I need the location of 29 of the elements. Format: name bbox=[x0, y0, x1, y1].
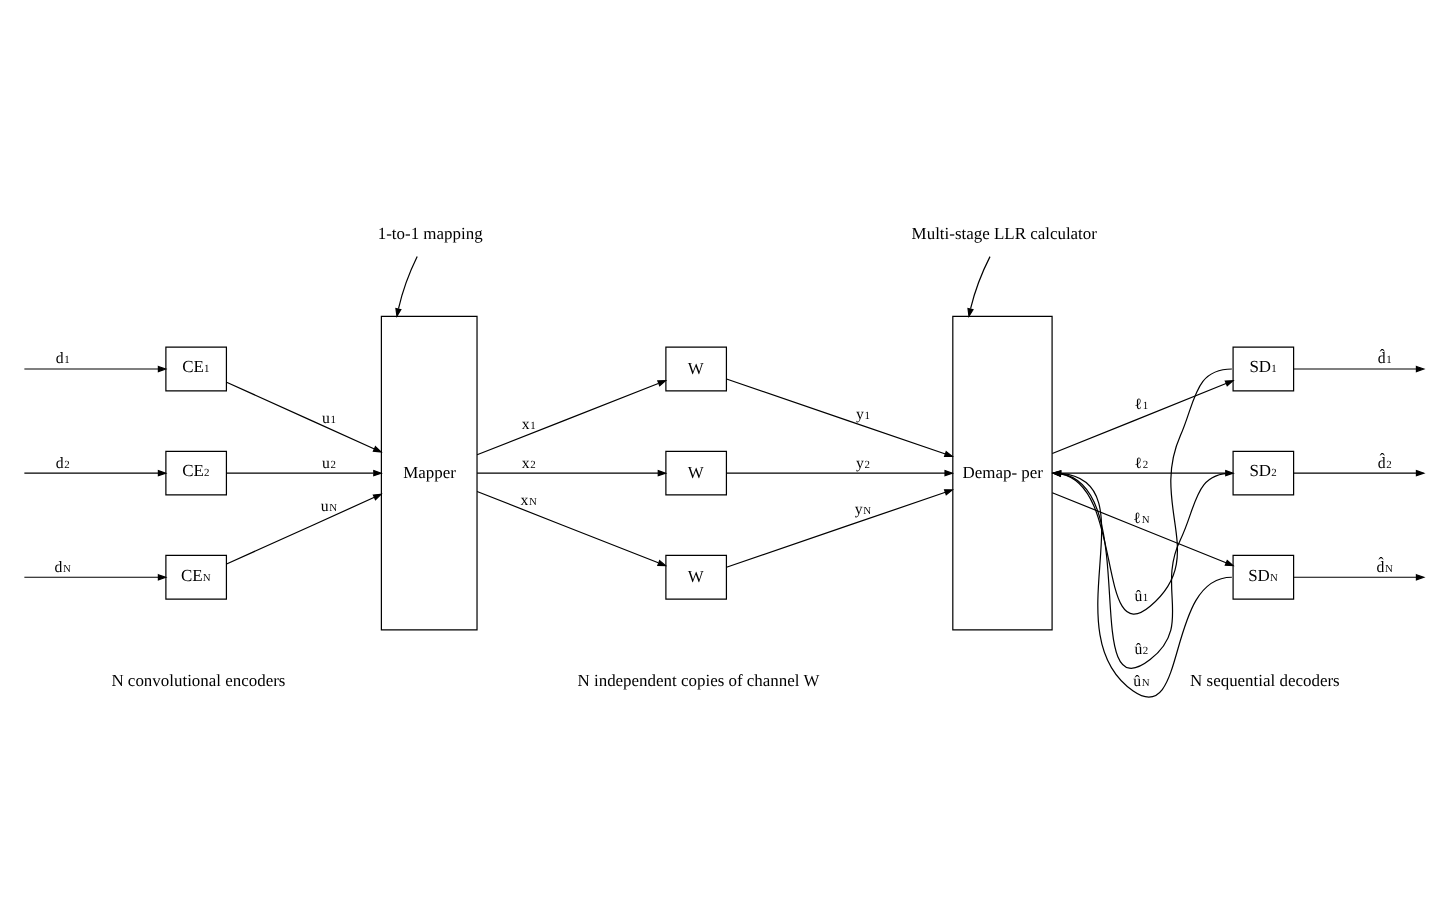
arrow bbox=[475, 489, 667, 566]
arrow bbox=[1050, 379, 1234, 454]
node-box: W bbox=[664, 345, 727, 391]
node-text: 1-to-1 mapping bbox=[376, 222, 482, 243]
node-box: Demap- per bbox=[951, 314, 1052, 630]
node-box: W bbox=[664, 449, 727, 495]
label: N sequential decoders bbox=[1189, 668, 1339, 689]
arrow bbox=[22, 572, 167, 580]
node-box: W bbox=[664, 553, 727, 599]
arrow bbox=[224, 492, 382, 564]
node-box: Mapper bbox=[379, 314, 477, 630]
arrow bbox=[724, 377, 954, 456]
arrow bbox=[1292, 572, 1425, 580]
label: N convolutional encoders bbox=[110, 668, 285, 689]
arrow bbox=[1292, 364, 1425, 372]
arrow bbox=[394, 255, 417, 317]
arrow bbox=[1292, 468, 1425, 476]
arrow bbox=[224, 468, 382, 476]
arrow bbox=[724, 488, 954, 567]
arrow bbox=[724, 468, 954, 476]
node-text: Multi-stage LLR calculator bbox=[910, 222, 1096, 243]
arrow bbox=[22, 468, 167, 476]
arrow bbox=[224, 380, 382, 452]
arrow bbox=[1050, 491, 1234, 566]
arrow bbox=[475, 378, 667, 455]
arrow bbox=[966, 255, 990, 317]
arrow bbox=[475, 468, 667, 476]
label: N independent copies of channel W bbox=[576, 668, 819, 689]
arrow bbox=[22, 364, 167, 372]
